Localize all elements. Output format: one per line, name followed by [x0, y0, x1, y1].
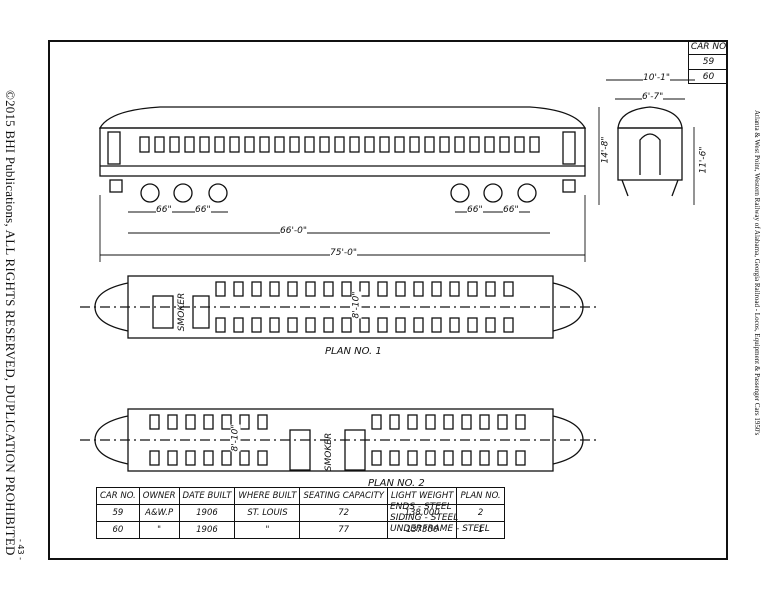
car-number-60: 60 — [702, 72, 715, 82]
cell: 72 — [299, 504, 388, 522]
plan2-title: PLAN NO. 2 — [368, 478, 425, 489]
hdr-car-no: CAR NO. — [96, 487, 140, 505]
construction-notes: ENDS - STEEL SIDING - STEEL UNDERFRAME -… — [390, 502, 490, 535]
cell: " — [138, 521, 180, 539]
dim-truck-centers: 66'-0" — [280, 226, 308, 236]
drawing-frame — [48, 40, 728, 560]
end-elevation — [617, 106, 683, 197]
cell: 1 — [456, 521, 505, 539]
dim-end-width: 10'-1" — [643, 73, 671, 83]
smoker-label-plan1: SMOKER — [177, 292, 188, 332]
side-elevation — [98, 106, 587, 203]
cell: 1906 — [178, 504, 236, 522]
dim-truck-right-b: 66" — [503, 205, 519, 215]
dim-height-end: 11'-6" — [698, 146, 709, 174]
plan-1 — [80, 275, 600, 339]
note-ends: ENDS - STEEL — [390, 502, 452, 512]
dim-truck-left-a: 66" — [156, 205, 172, 215]
plan-2 — [80, 408, 600, 472]
car-number-59: 59 — [689, 55, 728, 70]
dim-truck-right-a: 66" — [467, 205, 483, 215]
dim-door-width: 6'-7" — [642, 92, 664, 102]
plan1-title: PLAN NO. 1 — [325, 346, 382, 357]
spec-table: CAR NO. OWNER DATE BUILT WHERE BUILT SEA… — [96, 487, 505, 539]
cell: 60 — [96, 521, 140, 539]
dim-plan2-width: 8'-10" — [230, 424, 241, 452]
cell: " — [234, 521, 301, 539]
cell: 137300 — [386, 521, 458, 539]
dim-height-overall: 14'-8" — [600, 136, 611, 164]
cell: ST. LOUIS — [234, 504, 301, 522]
car-number-box: CAR NO 59 60 — [688, 40, 728, 84]
hdr-seating: SEATING CAPACITY — [299, 487, 388, 505]
dim-plan1-width: 8'-10" — [351, 291, 362, 319]
smoker-label-plan2: SMOKER — [324, 432, 335, 472]
note-siding: SIDING - STEEL — [390, 513, 459, 523]
dim-length-overall: 75'-0" — [330, 248, 358, 258]
cell: 77 — [299, 521, 388, 539]
hdr-owner: OWNER — [138, 487, 180, 505]
cell: 59 — [96, 504, 140, 522]
hdr-date-built: DATE BUILT — [178, 487, 236, 505]
car-number-header: CAR NO — [689, 40, 728, 55]
cell: A&W.P — [138, 504, 180, 522]
hdr-where-built: WHERE BUILT — [234, 487, 301, 505]
table-row: 60 " 1906 " 77 137300 1 — [96, 521, 505, 539]
note-underframe: UNDERFRAME - STEEL — [390, 524, 490, 534]
cell: 1906 — [178, 521, 236, 539]
dim-truck-left-b: 66" — [195, 205, 211, 215]
